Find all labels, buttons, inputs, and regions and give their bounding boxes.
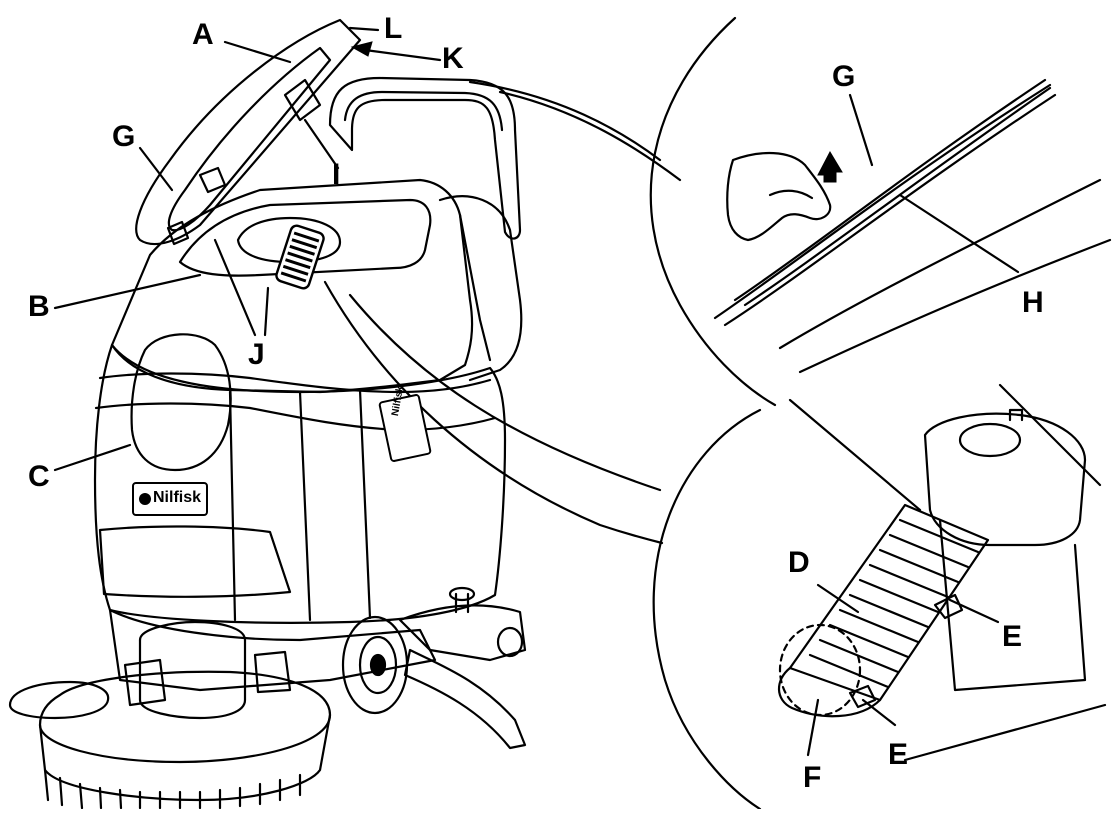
leader-B: [53, 273, 202, 310]
detail-leader-E-upper: [948, 598, 1000, 624]
callout-B: B: [28, 290, 50, 323]
detail-clip-upper: [933, 593, 964, 620]
rear-panel: [438, 195, 523, 382]
squeegee-knob-stem: [454, 592, 470, 614]
detail-surface-line-1: [778, 178, 1102, 350]
lid-latch: [198, 166, 227, 194]
detail-circle-bottom-outline: [652, 408, 762, 811]
zoom-line-bottom-1: [323, 280, 664, 545]
detail-filter-dashed-circle: [778, 623, 862, 717]
filter-housing-top: [236, 216, 342, 264]
deck-bracket-left: [123, 658, 167, 707]
detail-clip-lower: [848, 684, 877, 709]
front-oval-window: [130, 333, 232, 472]
leader-I: [303, 118, 340, 170]
detail-arrow-up: [817, 150, 843, 183]
detail-wiper-strip-2: [743, 86, 1052, 307]
callout-G-detail: G: [832, 60, 856, 93]
detail-leader-H: [898, 193, 1020, 274]
side-panel-line: [298, 390, 312, 622]
front-bumper-band-lower: [94, 402, 497, 432]
front-vertical-seam: [228, 390, 237, 622]
callout-L: L: [384, 12, 403, 45]
zoom-line-bottom-2: [348, 293, 662, 492]
rear-panel-edge: [458, 213, 492, 362]
bottom-detail-illustration: [777, 383, 1107, 762]
detail-leader-E-lower: [861, 698, 897, 727]
detail-hand-finger: [768, 189, 814, 200]
detail-housing-top: [923, 412, 1087, 547]
leader-J-1: [213, 238, 257, 337]
callout-E-upper: E: [1002, 620, 1023, 653]
leader-C: [53, 443, 132, 472]
squeegee-knob: [448, 586, 476, 602]
wheel-inner: [358, 635, 398, 695]
front-body: [93, 343, 507, 624]
detail-hand: [726, 151, 832, 242]
squeegee-wheel: [496, 626, 524, 658]
leader-G-main: [138, 146, 174, 192]
detail-leader-D: [816, 583, 860, 614]
handle-inner: [343, 90, 504, 132]
front-brand-plate: [132, 482, 208, 516]
detail-filter-bottom: [777, 666, 882, 718]
callout-C: C: [28, 460, 50, 493]
callout-J: J: [248, 338, 265, 371]
detail-housing-knob: [1008, 408, 1024, 422]
side-badge-plate: [378, 394, 432, 462]
side-panel-line-2: [358, 388, 372, 620]
chassis-plate: [108, 608, 437, 692]
tank-upper-rim: [110, 178, 474, 394]
zoom-line-top-2: [498, 90, 682, 182]
top-detail-illustration: [713, 78, 1112, 374]
wheel-hub: [369, 653, 387, 677]
detail-lid-edge-1: [713, 83, 1052, 320]
callout-H: H: [1022, 286, 1044, 319]
squeegee-blade: [403, 648, 527, 750]
tank-filter-illustration: [275, 224, 325, 290]
leader-J-2: [263, 286, 270, 337]
lid-hinge-strap: [283, 78, 322, 122]
leader-K: [363, 48, 442, 62]
callout-K: K: [442, 42, 464, 75]
callout-A: A: [192, 18, 214, 51]
zoom-line-top-1: [468, 80, 662, 162]
squeegee-arm: [398, 604, 527, 662]
callout-D: D: [788, 546, 810, 579]
detail-housing-cap: [958, 422, 1022, 458]
motor-cylinder-top: [138, 620, 247, 642]
detail-leader-G: [848, 93, 874, 167]
detail-lid-edge-2: [723, 93, 1057, 327]
detail-surface-line-2: [798, 238, 1112, 374]
front-recess: [98, 525, 292, 598]
leader-L: [348, 26, 380, 32]
detail-floor-line: [903, 703, 1107, 762]
detail-tank-wall: [938, 518, 1087, 692]
brush-deck-bottom: [38, 713, 332, 802]
detail-leader-F: [806, 698, 820, 757]
motor-cylinder: [138, 638, 247, 720]
leader-A: [223, 40, 292, 64]
brush-bristles: [43, 768, 302, 810]
callout-F: F: [803, 761, 822, 794]
callout-E-lower: E: [888, 738, 909, 771]
lid-bottom-latch: [166, 220, 190, 246]
callout-G-main: G: [112, 120, 136, 153]
front-brand-text: Nilfisk: [153, 489, 202, 506]
detail-circle-top-outline: [649, 16, 777, 407]
handle-outer: [328, 76, 522, 240]
deck-bracket-right: [253, 650, 292, 694]
leader-K-arrowhead: [350, 41, 373, 57]
brand-logo-dot: [139, 493, 151, 505]
detail-wall-line-1: [788, 398, 922, 512]
lid-inner-window: [167, 46, 332, 232]
callout-I: I: [332, 158, 341, 191]
front-bumper-band: [98, 372, 492, 394]
lid-outer: [135, 18, 362, 245]
splash-disc: [8, 680, 110, 720]
detail-wiper-strip: [733, 78, 1047, 302]
